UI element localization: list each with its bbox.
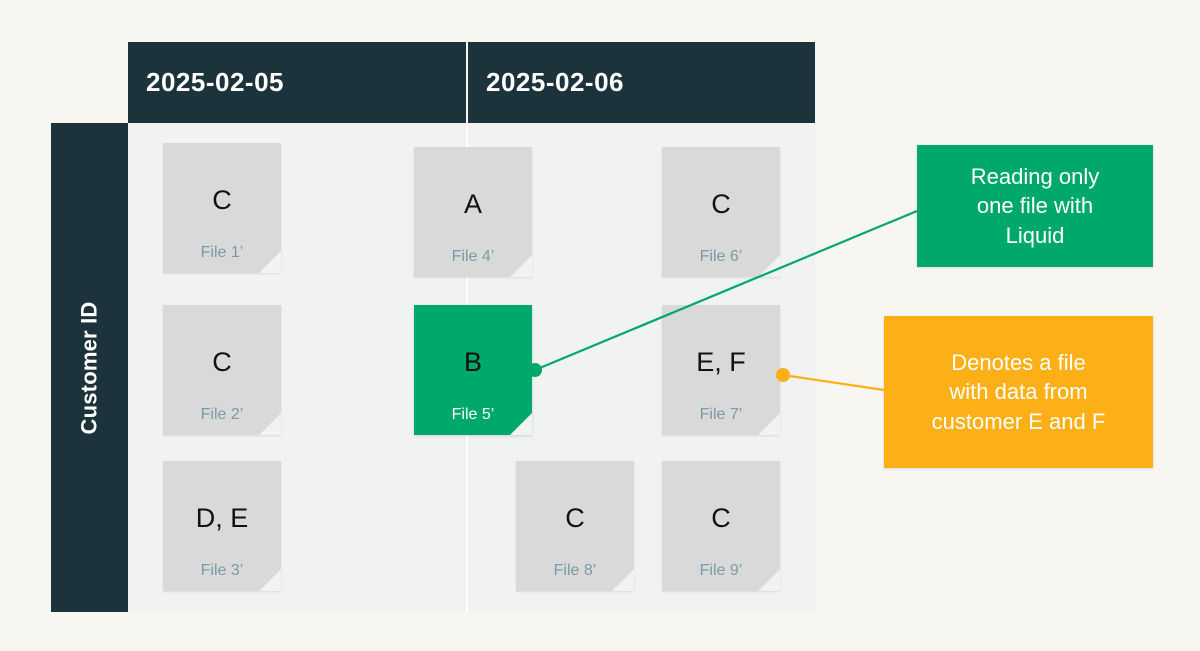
- callout-green-line-2: one file with: [976, 193, 1094, 219]
- axis-label-customer-id: Customer ID: [51, 123, 128, 612]
- file-card-filename: File 1’: [200, 244, 244, 261]
- file-card-letter: B: [463, 347, 482, 377]
- file-card-letter: A: [463, 189, 482, 219]
- file-card-filename: File 2’: [200, 406, 244, 423]
- file-card-file-4[interactable]: A File 4’: [414, 147, 532, 277]
- file-card-filename: File 6’: [699, 248, 743, 265]
- file-card-file-7[interactable]: E, F File 7’: [662, 305, 780, 435]
- column-header-date-1-text: 2025-02-05: [146, 67, 284, 97]
- file-card-filename: File 5’: [451, 406, 495, 423]
- file-card-filename: File 9’: [699, 562, 743, 579]
- file-card-file-2[interactable]: C File 2’: [163, 305, 281, 435]
- file-card-letter: C: [711, 189, 731, 219]
- axis-label-text: Customer ID: [76, 301, 102, 434]
- file-card-letter: E, F: [696, 347, 746, 377]
- callout-denotes-multi-customer-file: Denotes a file with data from customer E…: [884, 316, 1153, 468]
- file-card-letter: D, E: [195, 503, 249, 533]
- file-card-filename: File 7’: [699, 406, 743, 423]
- file-card-file-1[interactable]: C File 1’: [163, 143, 281, 273]
- callout-orange-line-3: customer E and F: [931, 408, 1106, 434]
- file-card-file-8[interactable]: C File 8’: [516, 461, 634, 591]
- callout-orange-line-1: Denotes a file: [951, 350, 1086, 376]
- callout-reading-one-file: Reading only one file with Liquid: [917, 145, 1153, 267]
- header-seam-divider: [466, 42, 468, 123]
- callout-orange-line-2: with data from: [949, 379, 1088, 405]
- file-card-file-3[interactable]: D, E File 3’: [163, 461, 281, 591]
- callout-green-line-3: Liquid: [1005, 222, 1065, 248]
- column-header-date-1: 2025-02-05: [128, 42, 466, 123]
- file-card-filename: File 3’: [200, 562, 244, 579]
- file-card-filename: File 4’: [451, 248, 495, 265]
- file-card-file-5[interactable]: B File 5’: [414, 305, 532, 435]
- file-card-letter: C: [212, 185, 232, 215]
- file-card-file-6[interactable]: C File 6’: [662, 147, 780, 277]
- callout-green-line-1: Reading only: [970, 164, 1100, 190]
- file-card-letter: C: [565, 503, 585, 533]
- file-card-file-9[interactable]: C File 9’: [662, 461, 780, 591]
- file-card-letter: C: [212, 347, 232, 377]
- file-card-filename: File 8’: [553, 562, 597, 579]
- column-header-date-2: 2025-02-06: [468, 42, 815, 123]
- column-header-date-2-text: 2025-02-06: [486, 67, 624, 97]
- file-card-letter: C: [711, 503, 731, 533]
